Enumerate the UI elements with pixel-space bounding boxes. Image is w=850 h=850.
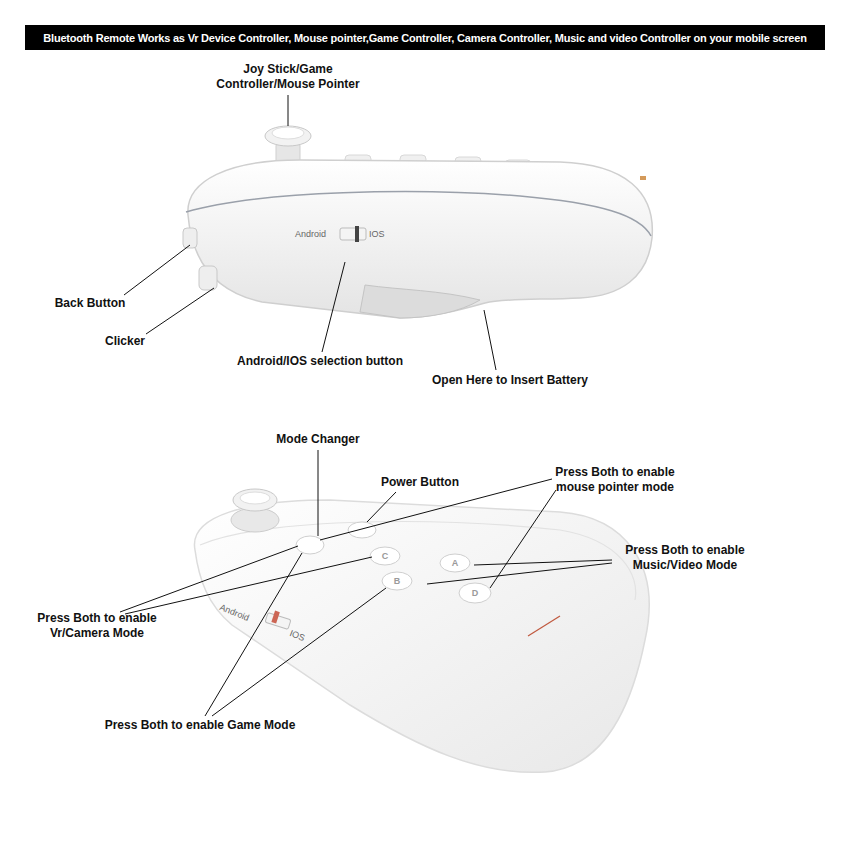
side-view <box>183 126 652 318</box>
button-letter: C <box>379 551 391 561</box>
part-label: Clicker <box>80 334 170 349</box>
title-band: Bluetooth Remote Works as Vr Device Cont… <box>25 25 825 50</box>
switch-text: IOS <box>369 229 385 239</box>
part-label: Power Button <box>360 475 480 490</box>
part-label: Back Button <box>30 296 150 311</box>
button-letter: D <box>469 588 481 598</box>
part-label: Press Both to enable Game Mode <box>70 718 330 733</box>
part-label: Press Both to enable mouse pointer mode <box>540 465 690 495</box>
part-label: Press Both to enable Vr/Camera Mode <box>22 611 172 641</box>
part-label: Mode Changer <box>258 432 378 447</box>
part-label: Open Here to Insert Battery <box>400 373 620 388</box>
button-letter: A <box>449 558 461 568</box>
part-label: Android/IOS selection button <box>200 354 440 369</box>
switch-text: Android <box>295 229 326 239</box>
button-letter: B <box>391 576 403 586</box>
part-label: Press Both to enable Music/Video Mode <box>614 543 756 573</box>
leader-lines <box>120 95 612 716</box>
part-label: Joy Stick/Game Controller/Mouse Pointer <box>208 62 368 92</box>
